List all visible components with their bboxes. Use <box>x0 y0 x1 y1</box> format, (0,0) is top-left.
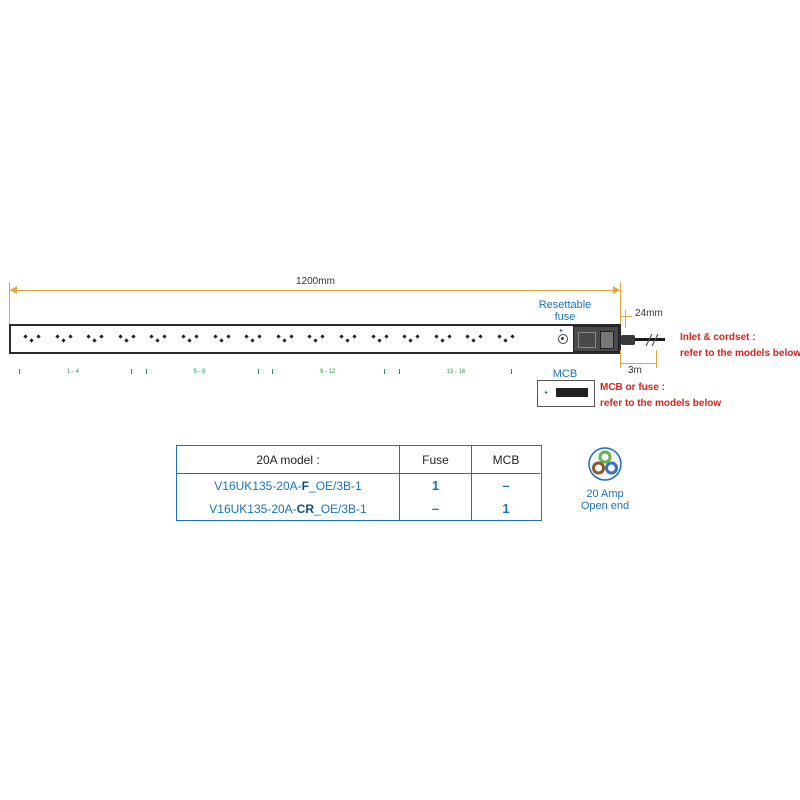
group-tick <box>257 369 259 374</box>
amp-line1: 20 Amp <box>586 488 624 500</box>
fuse-count: – <box>399 497 471 520</box>
group-tick <box>19 369 20 374</box>
group-tick <box>510 369 512 374</box>
inlet-line1: Inlet & cordset : <box>680 332 756 343</box>
resettable-fuse-line2: fuse <box>554 311 576 323</box>
inlet-line2: refer to the models below <box>680 348 800 359</box>
uk-socket-icon <box>244 333 266 347</box>
header-mcb: MCB <box>471 446 540 474</box>
uk-socket-icon <box>307 333 329 347</box>
uk-socket-icon <box>149 333 171 347</box>
mcb-switch <box>556 388 588 397</box>
group-tick <box>384 369 385 374</box>
uk-socket-icon <box>497 333 519 347</box>
mcb-fuse-label: MCB or fuse : refer to the models below <box>600 380 721 412</box>
table-header: 20A model : Fuse MCB <box>177 446 541 474</box>
resettable-fuse-label: Resettable fuse <box>530 299 600 323</box>
socket-group-label: 13 - 16 <box>446 369 466 375</box>
uk-socket-icon <box>276 333 298 347</box>
mcb-indicator-icon: ·▸ <box>543 390 549 396</box>
group-tick <box>145 369 147 374</box>
group-tick <box>398 369 400 374</box>
uk-socket-icon <box>54 333 77 347</box>
uk-socket-icon <box>339 333 361 347</box>
length-dim-line <box>10 290 620 291</box>
group-tick <box>272 369 273 374</box>
table-row: V16UK135-20A-F_OE/3B-1 1 – <box>177 474 541 497</box>
socket-group-label: 1 - 4 <box>67 369 80 375</box>
inlet-module <box>573 326 619 352</box>
model-table: 20A model : Fuse MCB V16UK135-20A-F_OE/3… <box>176 445 542 521</box>
width-label: 24mm <box>635 308 663 319</box>
resettable-fuse-line1: Resettable <box>538 299 592 311</box>
cord-dim-tick-left <box>620 350 621 368</box>
open-end-label: 20 Amp Open end <box>570 488 640 512</box>
cord-dim-tick-right <box>656 350 657 368</box>
socket-group-label: 5 - 8 <box>193 369 206 375</box>
uk-socket-icon <box>86 333 108 347</box>
socket-group-label: 9 - 12 <box>320 369 336 375</box>
arrow-right-icon <box>613 286 620 294</box>
inlet-cordset-label: Inlet & cordset : refer to the models be… <box>680 330 800 362</box>
uk-socket-icon <box>212 333 235 347</box>
uk-socket-icon <box>370 333 393 347</box>
length-label: 1200mm <box>296 276 335 287</box>
resettable-fuse-button-icon <box>558 334 568 344</box>
arrow-left-icon <box>10 286 17 294</box>
mcb-fuse-line2: refer to the models below <box>600 398 722 409</box>
group-tick <box>131 369 132 374</box>
uk-socket-icon <box>402 333 424 347</box>
header-model: 20A model : <box>177 446 399 474</box>
model-name: V16UK135-20A-CR_OE/3B-1 <box>209 501 367 516</box>
width-dim-line <box>620 316 632 317</box>
amp-line2: Open end <box>580 500 630 512</box>
width-dim-tick <box>625 310 626 328</box>
mcb-fuse-line1: MCB or fuse : <box>600 382 665 393</box>
uk-socket-icon <box>118 333 140 347</box>
header-fuse: Fuse <box>399 446 471 474</box>
cord-length-label: 3m <box>628 365 642 376</box>
fuse-indicator-icon: ·▸ <box>558 328 564 334</box>
cord-gland <box>621 335 635 345</box>
pdu-bar <box>9 324 621 354</box>
power-cord <box>635 338 665 341</box>
mcb-label: MCB <box>552 368 578 380</box>
uk-socket-icon <box>434 333 456 347</box>
table-row: V16UK135-20A-CR_OE/3B-1 – 1 <box>177 497 541 520</box>
mcb-count: – <box>471 474 540 497</box>
mcb-module: ·▸ <box>537 380 595 407</box>
cord-break-icon <box>645 333 659 347</box>
cord-dim-line <box>621 363 656 364</box>
length-dim-tick-left <box>9 282 10 324</box>
length-dim-tick-right <box>620 282 621 324</box>
model-name: V16UK135-20A-F_OE/3B-1 <box>214 478 362 493</box>
uk-socket-icon <box>23 333 45 347</box>
uk-socket-icon <box>181 333 203 347</box>
uk-socket-icon <box>465 333 487 347</box>
mcb-count: 1 <box>471 497 540 520</box>
fuse-count: 1 <box>399 474 471 497</box>
open-end-cable-icon <box>588 447 622 481</box>
